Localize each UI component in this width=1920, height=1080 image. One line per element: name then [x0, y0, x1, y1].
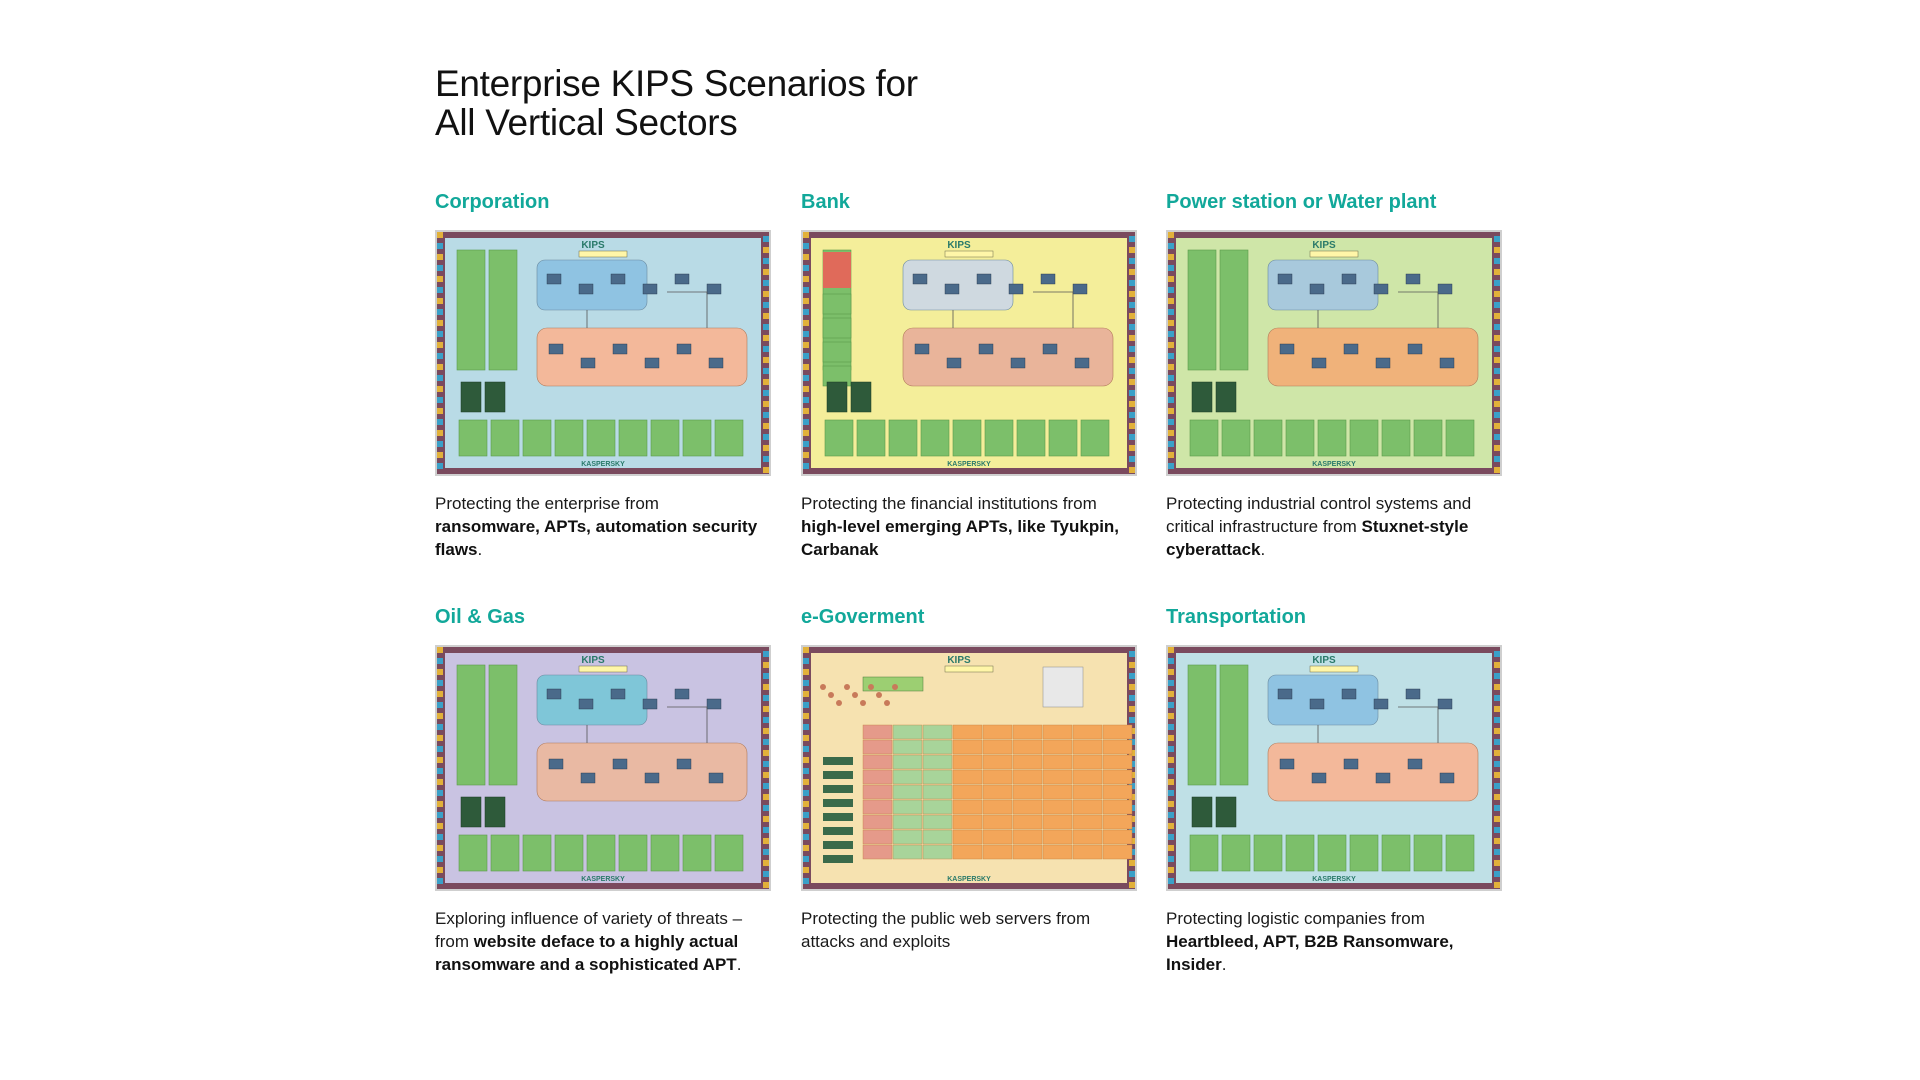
scenario-board-image: KIPS KASPERSKY: [435, 645, 771, 891]
board-footer-label: KASPERSKY: [1312, 876, 1356, 883]
scenario-board-image: KIPS KASPERSKY: [801, 645, 1137, 891]
scenario-title: Bank: [801, 191, 850, 213]
scenario-board-image: KIPS KASPERSKY: [801, 230, 1137, 476]
scenario-title: Power station or Water plant: [1166, 191, 1437, 213]
scenario-description: Protecting the enterprise from ransomwar…: [435, 492, 765, 561]
board-illustration: KIPS KASPERSKY: [1168, 232, 1500, 474]
description-text: Protecting logistic companies from: [1166, 909, 1425, 928]
board-illustration: KIPS KASPERSKY: [1168, 647, 1500, 889]
scenario-board-image: KIPS KASPERSKY: [435, 230, 771, 476]
scenario-card-corporation: Corporation KIPS KASPERSKY Protecting the…: [435, 190, 775, 561]
description-text: Protecting the public web servers from a…: [801, 909, 1091, 951]
board-illustration: KIPS KASPERSKY: [437, 647, 769, 889]
page-title: Enterprise KIPS Scenarios for All Vertic…: [435, 64, 918, 142]
scenario-card-oil-gas: Oil & Gas KIPS KASPERSKY Exploring influe…: [435, 605, 775, 976]
description-text: .: [1260, 540, 1266, 559]
scenario-title: Transportation: [1166, 606, 1307, 628]
scenario-description: Protecting logistic companies from Heart…: [1166, 907, 1496, 976]
board-footer-label: KASPERSKY: [581, 461, 625, 468]
scenario-title: Corporation: [435, 191, 550, 213]
scenario-title: Oil & Gas: [435, 606, 526, 628]
scenario-card-bank: Bank KIPS KASPERSKY Protecting the financ…: [801, 190, 1141, 561]
scenario-description: Protecting industrial control systems an…: [1166, 492, 1496, 561]
description-text: .: [477, 540, 483, 559]
board-header-label: KIPS: [1312, 655, 1336, 666]
description-highlight: high-level emerging APTs, like Tyukpin, …: [801, 517, 1120, 559]
scenario-description: Protecting the public web servers from a…: [801, 907, 1131, 953]
board-header-label: KIPS: [581, 655, 605, 666]
board-header-label: KIPS: [947, 655, 971, 666]
scenario-card-power-station: Power station or Water plant KIPS KASPERS…: [1166, 190, 1506, 561]
description-text: .: [1221, 955, 1227, 974]
scenario-description: Protecting the financial institutions fr…: [801, 492, 1131, 561]
scenario-card-transportation: Transportation KIPS KASPERSKY Protecting …: [1166, 605, 1506, 976]
description-text: Protecting the enterprise from: [435, 494, 659, 513]
scenario-title: e-Goverment: [801, 606, 925, 628]
description-text: Protecting industrial control systems an…: [1166, 494, 1472, 536]
board-footer-label: KASPERSKY: [581, 876, 625, 883]
page-title-line-2: All Vertical Sectors: [435, 102, 738, 143]
board-footer-label: KASPERSKY: [1312, 461, 1356, 468]
description-highlight: Stuxnet-style cyberattack: [1166, 517, 1469, 559]
scenario-board-image: KIPS KASPERSKY: [1166, 645, 1502, 891]
board-header-label: KIPS: [581, 240, 605, 251]
description-highlight: Heartbleed, APT, B2B Ransomware, Insider: [1166, 932, 1454, 974]
board-header-label: KIPS: [1312, 240, 1336, 251]
board-illustration: KIPS KASPERSKY: [803, 647, 1135, 889]
board-illustration: KIPS KASPERSKY: [437, 232, 769, 474]
board-illustration: KIPS KASPERSKY: [803, 232, 1135, 474]
description-text: Exploring influence of variety of threat…: [435, 909, 743, 951]
board-header-label: KIPS: [947, 240, 971, 251]
scenario-description: Exploring influence of variety of threat…: [435, 907, 765, 976]
scenario-card-e-government: e-Goverment KIPS KASPERSKY Protecting the…: [801, 605, 1141, 953]
board-footer-label: KASPERSKY: [947, 876, 991, 883]
description-text: Protecting the financial institutions fr…: [801, 494, 1097, 513]
description-highlight: website deface to a highly actual ransom…: [435, 932, 739, 974]
scenario-board-image: KIPS KASPERSKY: [1166, 230, 1502, 476]
description-text: .: [736, 955, 742, 974]
description-highlight: ransomware, APTs, automation security fl…: [435, 517, 758, 559]
board-footer-label: KASPERSKY: [947, 461, 991, 468]
page-title-line-1: Enterprise KIPS Scenarios for: [435, 63, 918, 104]
